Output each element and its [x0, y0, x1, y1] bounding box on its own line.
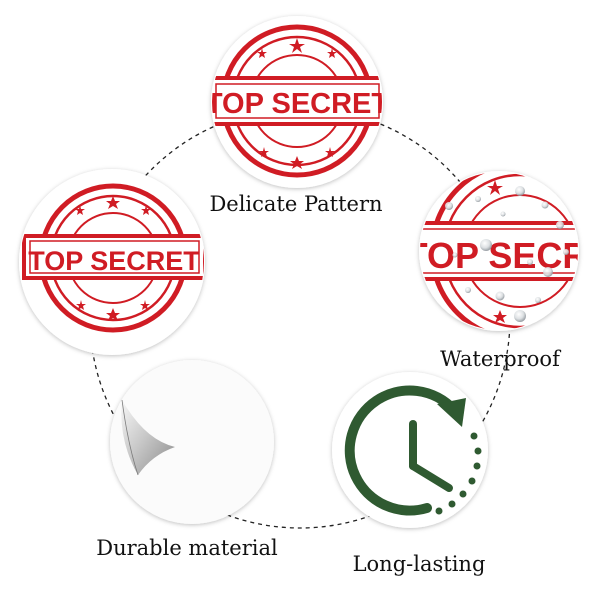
top-secret-stamp-icon: TOP SECRET [406, 172, 600, 330]
caption-waterproof: Waterproof [440, 347, 560, 371]
sticker-waterproof: TOP SECRET [406, 171, 600, 331]
caption-durable-material: Durable material [96, 536, 278, 560]
clock-icon [344, 385, 482, 516]
peeling-corner-icon [121, 400, 175, 475]
stamp-text: TOP SECRET [205, 88, 390, 120]
sticker-delicate-pattern: TOP SECRET [205, 16, 390, 188]
stamp-text: TOP SECRET [406, 235, 600, 276]
sticker-top-secret-sample: TOP SECRET [19, 169, 205, 355]
caption-long-lasting: Long-lasting [352, 552, 486, 576]
top-secret-stamp-icon: TOP SECRET [205, 24, 390, 178]
stamp-text: TOP SECRET [28, 246, 200, 276]
caption-delicate-pattern: Delicate Pattern [209, 192, 383, 216]
sticker-long-lasting [332, 372, 488, 528]
top-secret-stamp-icon: TOP SECRET [22, 183, 204, 333]
water-droplets [445, 186, 569, 322]
sticker-durable-material [110, 360, 274, 524]
